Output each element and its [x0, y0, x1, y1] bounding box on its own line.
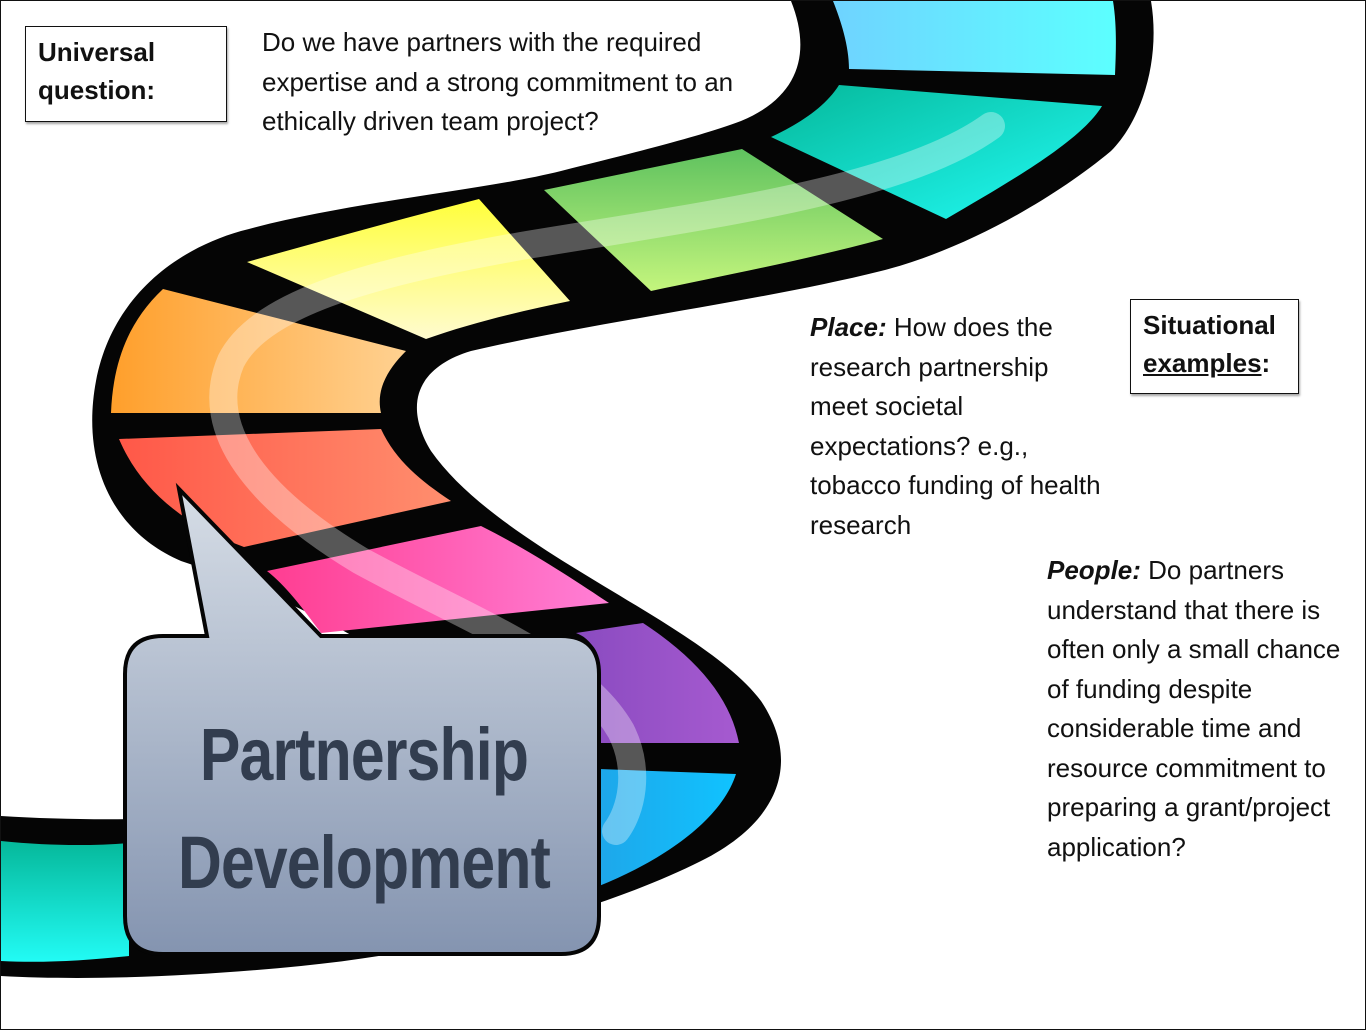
place-lead: Place: [810, 312, 887, 342]
people-body: Do partners understand that there is oft… [1047, 555, 1341, 862]
speech-bubble [123, 482, 601, 956]
road-tile-blue [599, 769, 736, 886]
bubble-title-line1: Partnership [199, 713, 529, 796]
road-tile-purple [576, 623, 739, 743]
people-example: People: Do partners understand that ther… [1047, 551, 1347, 867]
road-tile-green [544, 149, 883, 291]
situational-label-word1: Situational [1143, 310, 1276, 340]
universal-question-text: Do we have partners with the required ex… [262, 27, 734, 136]
people-lead: People: [1047, 555, 1141, 585]
situational-examples-label: Situational examples: [1130, 299, 1299, 394]
road-outline [1, 1, 1154, 978]
road-tile-orange [111, 289, 406, 413]
bubble-title: Partnership Development [171, 701, 556, 917]
place-example: Place: How does the research partnership… [810, 308, 1110, 545]
road-tile-yellow [247, 199, 570, 339]
situational-label-word2: examples [1143, 348, 1262, 378]
universal-question-label: Universal question: [25, 26, 227, 122]
road-tile-teal-bottom [1, 841, 129, 962]
bubble-title-line2: Development [177, 821, 551, 904]
road-tile-cyan-top [833, 1, 1116, 75]
road-tile-pink [267, 526, 609, 633]
place-body: How does the research partnership meet s… [810, 312, 1101, 540]
situational-label-colon: : [1261, 348, 1271, 378]
road-highlight [209, 112, 1005, 845]
universal-question-label-text: Universal question: [38, 37, 156, 105]
road-tile-teal [771, 85, 1102, 219]
